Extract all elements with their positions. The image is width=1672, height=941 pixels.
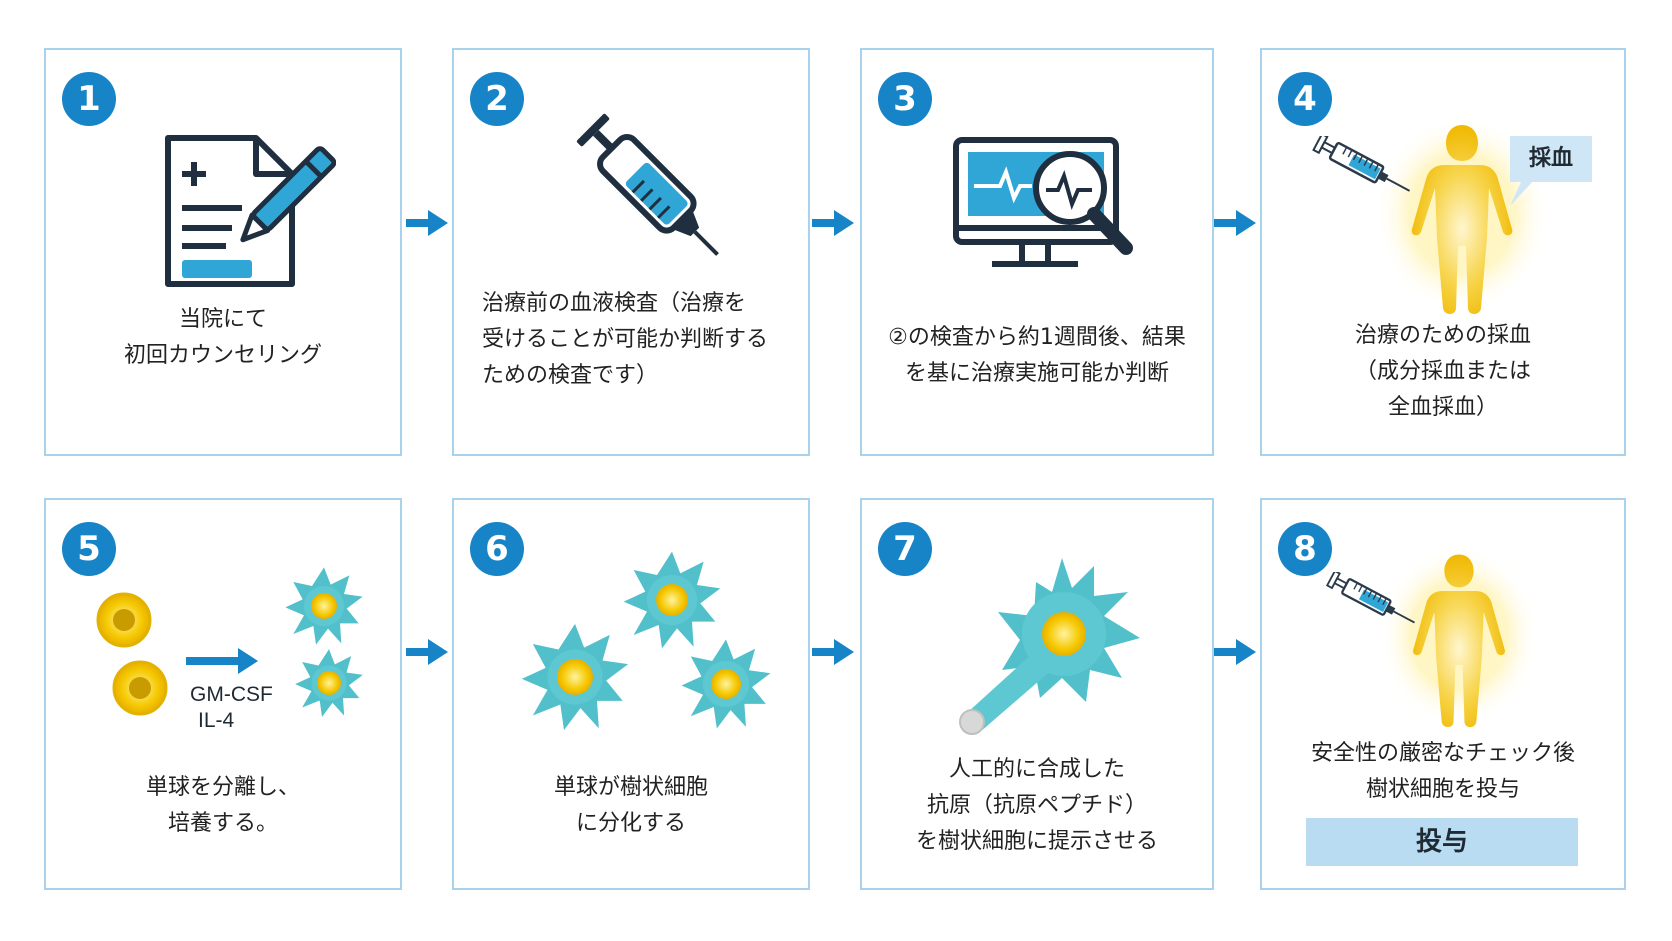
step-caption: 安全性の厳密なチェック後 樹状細胞を投与 [1310,741,1575,802]
step-card-7: 7 人工的に合成した 抗原（抗原ペプチド） を樹状細胞に提示させる [860,498,1214,890]
step-caption: 当院にて 初回カウンセリング [123,307,322,368]
arrow-right-icon [406,208,450,238]
syringe-icon [1310,136,1420,196]
dendritic-cell-icon [681,639,771,729]
dendritic-cell-icon [521,623,629,731]
monitor-magnifier-icon [953,137,1133,267]
human-body-icon [1378,544,1540,728]
step-card-8: 8 安全性の厳密なチェック後 樹状細胞を投与 投与 [1260,498,1626,890]
step-card-3: 3 ②の検査から約1週間後、結果 を基に治療実施可能か判断 [860,48,1214,456]
syringe-icon [1326,572,1420,628]
syringe-icon [576,113,719,256]
monocyte-icon [112,660,168,716]
step-number-badge: 5 [62,522,116,576]
arrow-right-icon [1214,208,1258,238]
arrow-right-icon [812,637,856,667]
step-caption: 単球を分離し、 培養する。 [145,775,300,836]
cytokine-label: IL-4 [198,709,235,732]
human-body-icon [1374,114,1550,314]
callout-tail-icon [1510,180,1534,206]
dendritic-cell-icon [623,551,721,649]
administer-label: 投与 [1306,818,1578,866]
dendritic-cell-icon [295,649,363,717]
step-number-badge: 8 [1278,522,1332,576]
antigen-presentation-icon [959,558,1140,735]
arrow-right-icon [812,208,856,238]
blood-draw-callout: 採血 [1510,136,1592,182]
arrow-right-icon [406,637,450,667]
step-number-badge: 4 [1278,72,1332,126]
step-number-badge: 6 [470,522,524,576]
step-number-badge: 2 [470,72,524,126]
document-pen-icon [165,135,336,287]
step-number-badge: 7 [878,522,932,576]
step-number-badge: 3 [878,72,932,126]
step-card-2: 2 治療前の血液検査（治療を 受けることが可能か判断する ための検査です） [452,48,810,456]
dendritic-cell-icon [285,567,363,645]
monocyte-icon [96,592,152,648]
cytokine-label: GM-CSF [190,683,273,706]
step-caption: 治療のための採血 （成分採血または 全血採血） [1354,323,1531,420]
step-number-badge: 1 [62,72,116,126]
step-card-1: 1 当院にて 初回カウンセリング [44,48,402,456]
step-caption: 人工的に合成した 抗原（抗原ペプチド） を樹状細胞に提示させる [915,757,1158,854]
step-card-6: 6 単球が樹状細胞 に分化する [452,498,810,890]
step-caption: 治療前の血液検査（治療を 受けることが可能か判断する ための検査です） [482,291,769,388]
step-card-5: 5 GM-CSF IL-4 単球を分離し、 培養する。 [44,498,402,890]
step-caption: ②の検査から約1週間後、結果 を基に治療実施可能か判断 [888,325,1186,386]
arrow-right-icon [1214,637,1258,667]
arrow-right-icon [186,648,258,674]
step-caption: 単球が樹状細胞 に分化する [553,775,708,836]
step-card-4: 4 採血 治療のための採血 （成分採血または 全血採血） [1260,48,1626,456]
